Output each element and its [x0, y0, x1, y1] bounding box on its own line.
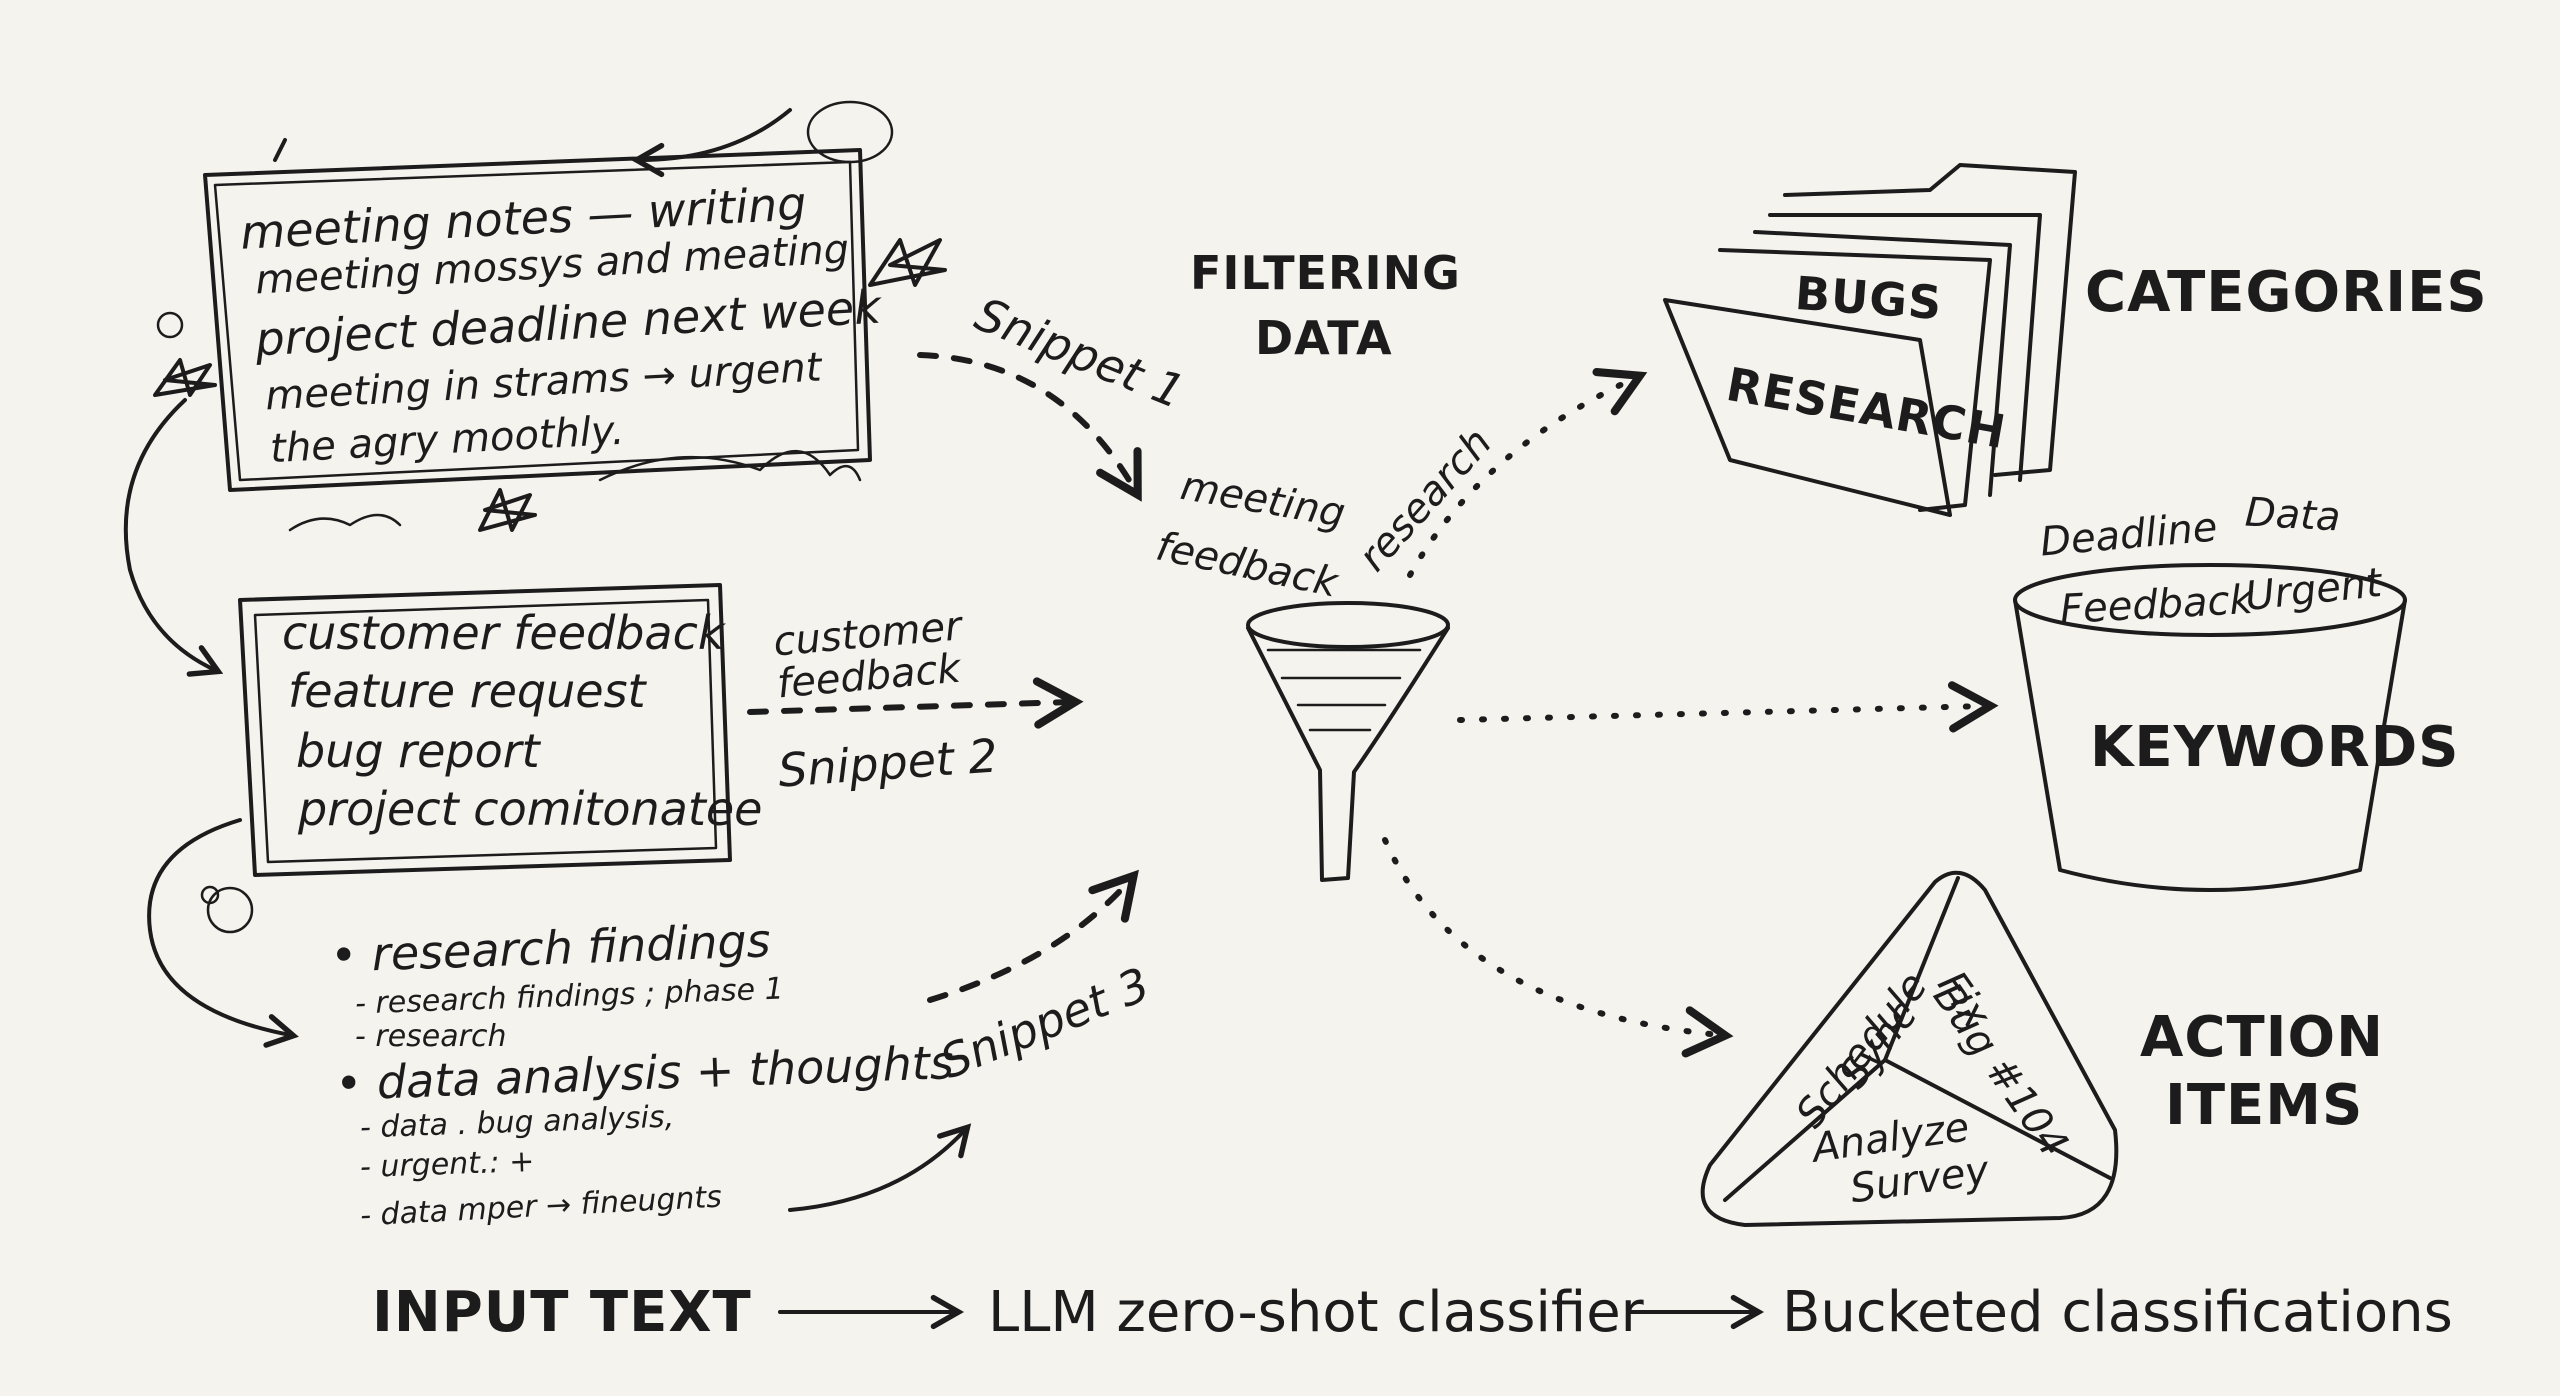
action-items-label-line-2: ITEMS	[2165, 1073, 2364, 1138]
scribble-mark-2	[288, 513, 402, 532]
feature-line-4: project comitonatee	[298, 782, 763, 836]
to-actions-arrow	[1382, 837, 1734, 1058]
to-keywords-arrow	[1457, 681, 1999, 733]
doodle-circle-icon	[156, 100, 894, 934]
footer-output: Bucketed classifications	[1782, 1280, 2453, 1345]
research-line-6: - urgent.: +	[359, 1143, 535, 1186]
curve-arrow-1	[123, 398, 224, 677]
footer-classifier: LLM zero-shot classifier	[988, 1280, 1644, 1345]
feature-box-outline	[238, 583, 732, 877]
research-line-3: - research	[355, 1019, 507, 1054]
keyword-data: Data	[2243, 489, 2342, 541]
categories-label: CATEGORIES	[2085, 260, 2488, 325]
folder-icon	[1663, 163, 2077, 517]
snippet-1-arrow	[917, 352, 1142, 502]
feature-line-1: customer feedback	[282, 606, 725, 660]
doodle-star-icon	[153, 238, 947, 532]
funnel-icon	[1246, 601, 1450, 882]
action-triangle-icon	[1700, 870, 2119, 1227]
feature-line-2: feature request	[288, 664, 646, 718]
keyword-feedback: Feedback	[2058, 576, 2254, 634]
filtering-title-line-2: DATA	[1255, 311, 1393, 365]
research-line-1: • research findings	[329, 913, 772, 983]
notes-pointer-arrow	[630, 108, 792, 178]
feature-line-3: bug report	[296, 724, 540, 778]
action-items-label-line-1: ACTION	[2140, 1005, 2384, 1070]
scribble-mark	[598, 450, 862, 482]
filtering-title-line-1: FILTERING	[1190, 246, 1461, 300]
footer-input-text: INPUT TEXT	[372, 1280, 752, 1345]
snippet-3-curve-arrow	[788, 1123, 972, 1212]
snippet-2-label: Snippet 2	[776, 728, 1000, 798]
keywords-label: KEYWORDS	[2090, 715, 2460, 780]
folder-tab-bugs: BUGS	[1793, 265, 1945, 331]
keywords-bucket-icon	[2013, 563, 2407, 892]
snippet-3-arrow	[927, 869, 1139, 1003]
curve-arrow-2	[147, 818, 299, 1048]
